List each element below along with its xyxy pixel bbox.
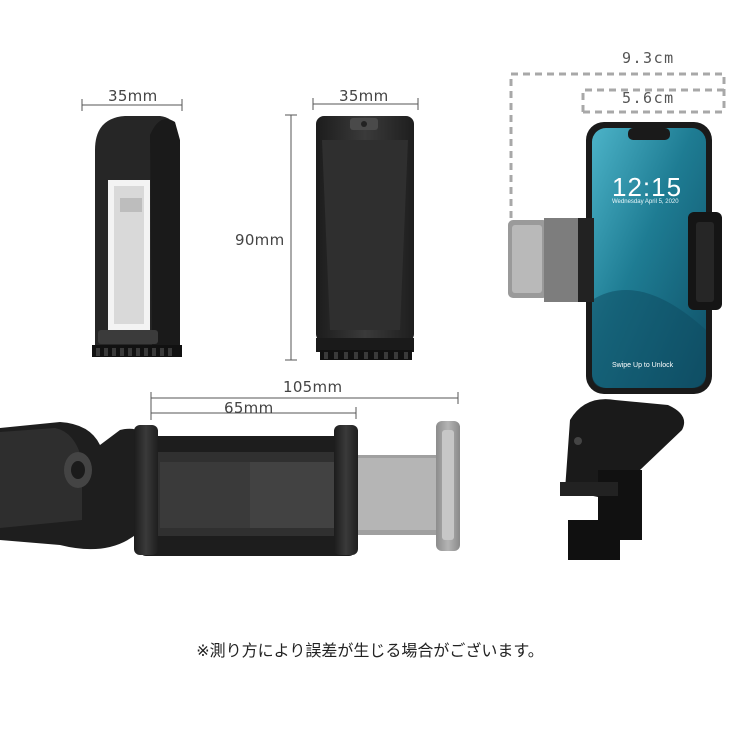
extended-clip	[0, 392, 460, 556]
phone-total-width-label: 9.3cm	[622, 49, 675, 67]
extended-width-label: 105mm	[283, 378, 343, 396]
side-width-label: 35mm	[108, 87, 158, 105]
measurement-note: ※測り方により誤差が生じる場合がございます。	[196, 641, 544, 660]
side-view-clip	[81, 99, 183, 357]
phone-inner-width-label: 5.6cm	[622, 89, 675, 107]
back-view-clip	[285, 98, 419, 361]
back-height-label: 90mm	[235, 231, 285, 249]
back-width-label: 35mm	[339, 87, 389, 105]
phone-unlock-text: Swipe Up to Unlock	[612, 362, 674, 369]
phone-on-tripod	[508, 72, 726, 560]
phone-clock: 12:15	[612, 172, 683, 202]
closed-width-label: 65mm	[224, 399, 274, 417]
phone-date: Wednesday April 5, 2020	[612, 199, 679, 205]
